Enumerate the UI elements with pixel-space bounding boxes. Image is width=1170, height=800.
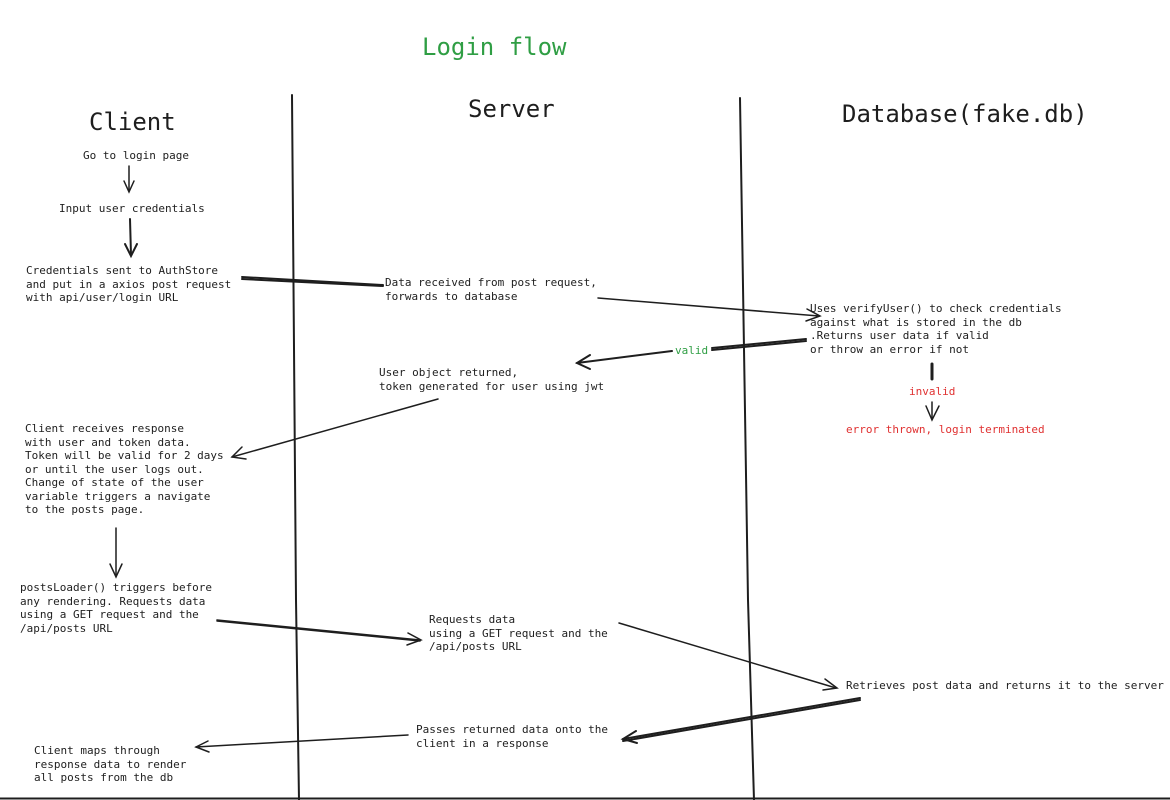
step-server-requests-data: Requests data using a GET request and th… — [429, 613, 608, 653]
diagram-title: Login flow — [422, 33, 567, 61]
lane-heading-client: Client — [89, 108, 176, 136]
step-data-received: Data received from post request, forward… — [385, 276, 597, 303]
arrow-receives-to-postsloader — [109, 527, 123, 579]
lane-heading-database: Database(fake.db) — [842, 100, 1088, 128]
arrow-valid-to-server — [574, 338, 807, 370]
lane-divider-server-database — [739, 97, 755, 800]
step-client-maps: Client maps through response data to ren… — [34, 744, 187, 784]
step-posts-loader: postsLoader() triggers before any render… — [20, 581, 213, 635]
step-user-object-returned: User object returned, token generated fo… — [379, 366, 605, 393]
arrow-postsloader-to-server — [216, 619, 423, 646]
arrow-login-to-input — [123, 165, 135, 194]
arrow-credentials-to-server — [241, 276, 384, 287]
arrow-server-to-client-response — [230, 398, 439, 460]
arrow-server-to-database-get — [618, 622, 839, 691]
label-invalid: invalid — [909, 385, 956, 398]
step-client-receives: Client receives response with user and t… — [25, 422, 224, 516]
label-error: error thrown, login terminated — [846, 423, 1045, 436]
step-retrieves-post-data: Retrieves post data and returns it to th… — [846, 679, 1164, 692]
step-passes-returned-data: Passes returned data onto the client in … — [416, 723, 609, 750]
step-go-to-login: Go to login page — [83, 149, 189, 162]
arrow-input-to-credentials — [124, 218, 138, 259]
arrow-server-to-client-posts — [194, 734, 409, 753]
step-verify-user: Uses verifyUser() to check credentials a… — [810, 302, 1062, 356]
label-valid: valid — [675, 344, 709, 357]
arrow-database-to-server-return — [620, 697, 861, 744]
arrow-server-to-database — [597, 297, 822, 322]
lane-divider-client-server — [291, 94, 300, 800]
lane-heading-server: Server — [468, 95, 555, 123]
step-credentials-sent: Credentials sent to AuthStore and put in… — [26, 264, 232, 304]
arrow-invalid-to-error — [925, 401, 940, 422]
step-input-credentials: Input user credentials — [59, 202, 205, 215]
